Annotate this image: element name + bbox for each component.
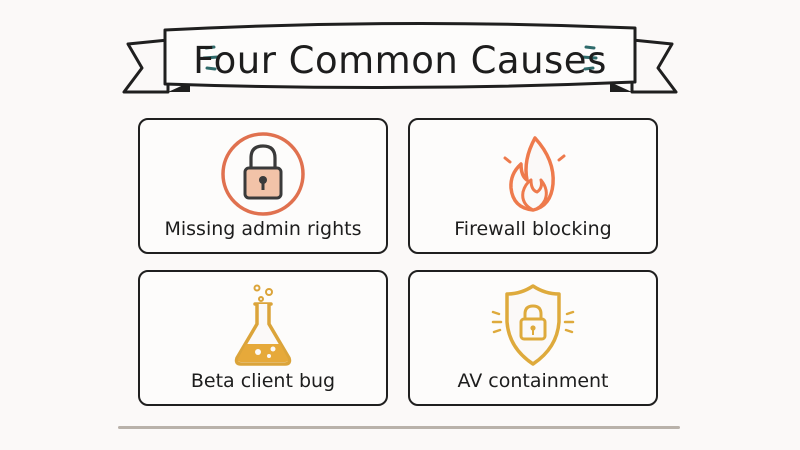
title-dash-icons (202, 45, 598, 71)
flask-icon (234, 284, 292, 366)
page-title: Four Common Causes (193, 38, 607, 82)
title-banner: Four Common Causes (0, 0, 800, 110)
cause-card-beta-client-bug: Beta client bug (138, 270, 388, 406)
flame-icon (503, 136, 566, 212)
cause-card-missing-admin-rights: Missing admin rights (138, 118, 388, 254)
padlock-icon (221, 132, 305, 216)
shield-lock-icon (491, 284, 575, 366)
cause-label: Missing admin rights (164, 218, 362, 240)
cause-label: Firewall blocking (454, 218, 612, 240)
cause-card-firewall-blocking: Firewall blocking (408, 118, 658, 254)
ground-line (118, 426, 680, 429)
cause-label: AV containment (457, 370, 609, 392)
ribbon-icon (122, 21, 678, 94)
cause-label: Beta client bug (190, 370, 336, 392)
cause-card-av-containment: AV containment (408, 270, 658, 406)
